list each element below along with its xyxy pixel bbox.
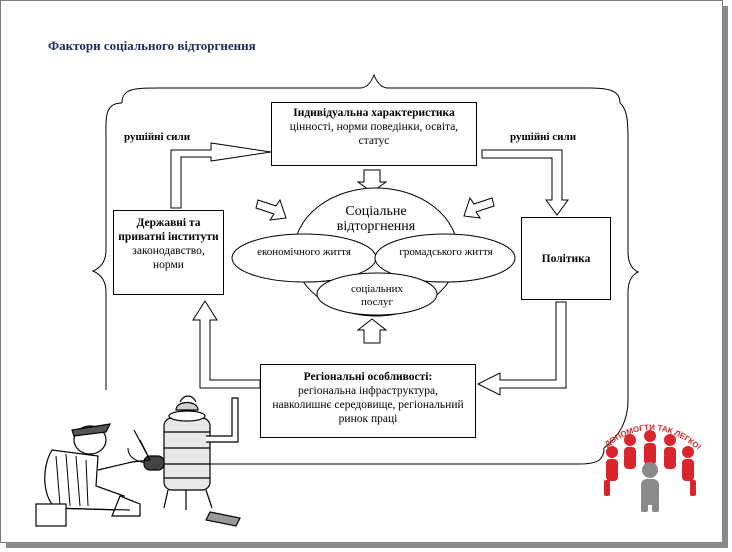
regional-features-box: Регіональні особливості: регіональна інф…: [260, 364, 476, 438]
social-services-label: соціальних послуг: [350, 283, 404, 308]
logo-text: ДОПОМОГТИ ТАК ЛЕГКО!: [603, 423, 703, 452]
individual-characteristic-box: Індивідуальна характеристика цінності, н…: [271, 102, 477, 166]
slide-shadow-right: [722, 6, 728, 547]
social-exclusion-label: Соціальне відторгнення: [336, 204, 416, 234]
individual-body: цінності, норми поведінки, освіта, стату…: [289, 121, 459, 147]
arrow-up-from-regional: [356, 318, 388, 344]
top-brace: [121, 73, 621, 104]
svg-text:ДОПОМОГТИ ТАК ЛЕГКО!: ДОПОМОГТИ ТАК ЛЕГКО!: [603, 423, 703, 452]
stove-pipe: [206, 397, 239, 443]
arrow-left-inward: [255, 198, 287, 221]
civic-life-label: громадського життя: [399, 246, 493, 258]
logo-caption: ДОПОМОГТИ ТАК ЛЕГКО!: [603, 423, 703, 452]
driving-forces-right-label: рушійні сили: [510, 131, 577, 143]
arrow-down-from-individual: [356, 169, 388, 193]
economic-life-label: економічного життя: [257, 246, 351, 258]
arrow-institutions-to-individual: [170, 142, 272, 209]
individual-heading: Індивідуальна характеристика: [293, 107, 455, 119]
regional-body: регіональна інфраструктура, навколишнє с…: [272, 385, 464, 425]
page-title: Фактори соціального відторгнення: [48, 38, 256, 53]
regional-heading: Регіональні особливості:: [303, 371, 433, 383]
arrow-regional-to-institutions: [192, 300, 261, 389]
institutions-heading: Державні та приватні інститути: [118, 217, 219, 243]
left-brace: [91, 102, 123, 390]
stove-body: [163, 417, 211, 491]
arrow-individual-to-politics: [481, 149, 569, 216]
right-brace: [603, 102, 640, 449]
politics-box: Політика: [521, 217, 611, 300]
driving-forces-left-label: рушійні сили: [124, 131, 191, 143]
ellipse-civic: [374, 233, 516, 283]
man-body: [44, 449, 125, 511]
politics-heading: Політика: [541, 252, 591, 265]
arrow-politics-to-regional: [476, 301, 567, 396]
illustration-man-stove: [35, 395, 241, 527]
ellipse-services: [316, 272, 438, 316]
kettle: [175, 401, 199, 411]
logo-people-circle: [604, 430, 696, 512]
institutions-body: законодавство, норми: [132, 245, 205, 271]
bottom-brace: [127, 447, 605, 465]
slide-shadow-bottom: [6, 542, 728, 548]
institutions-box: Державні та приватні інститути законодав…: [113, 210, 224, 295]
arrow-right-inward: [463, 196, 495, 219]
